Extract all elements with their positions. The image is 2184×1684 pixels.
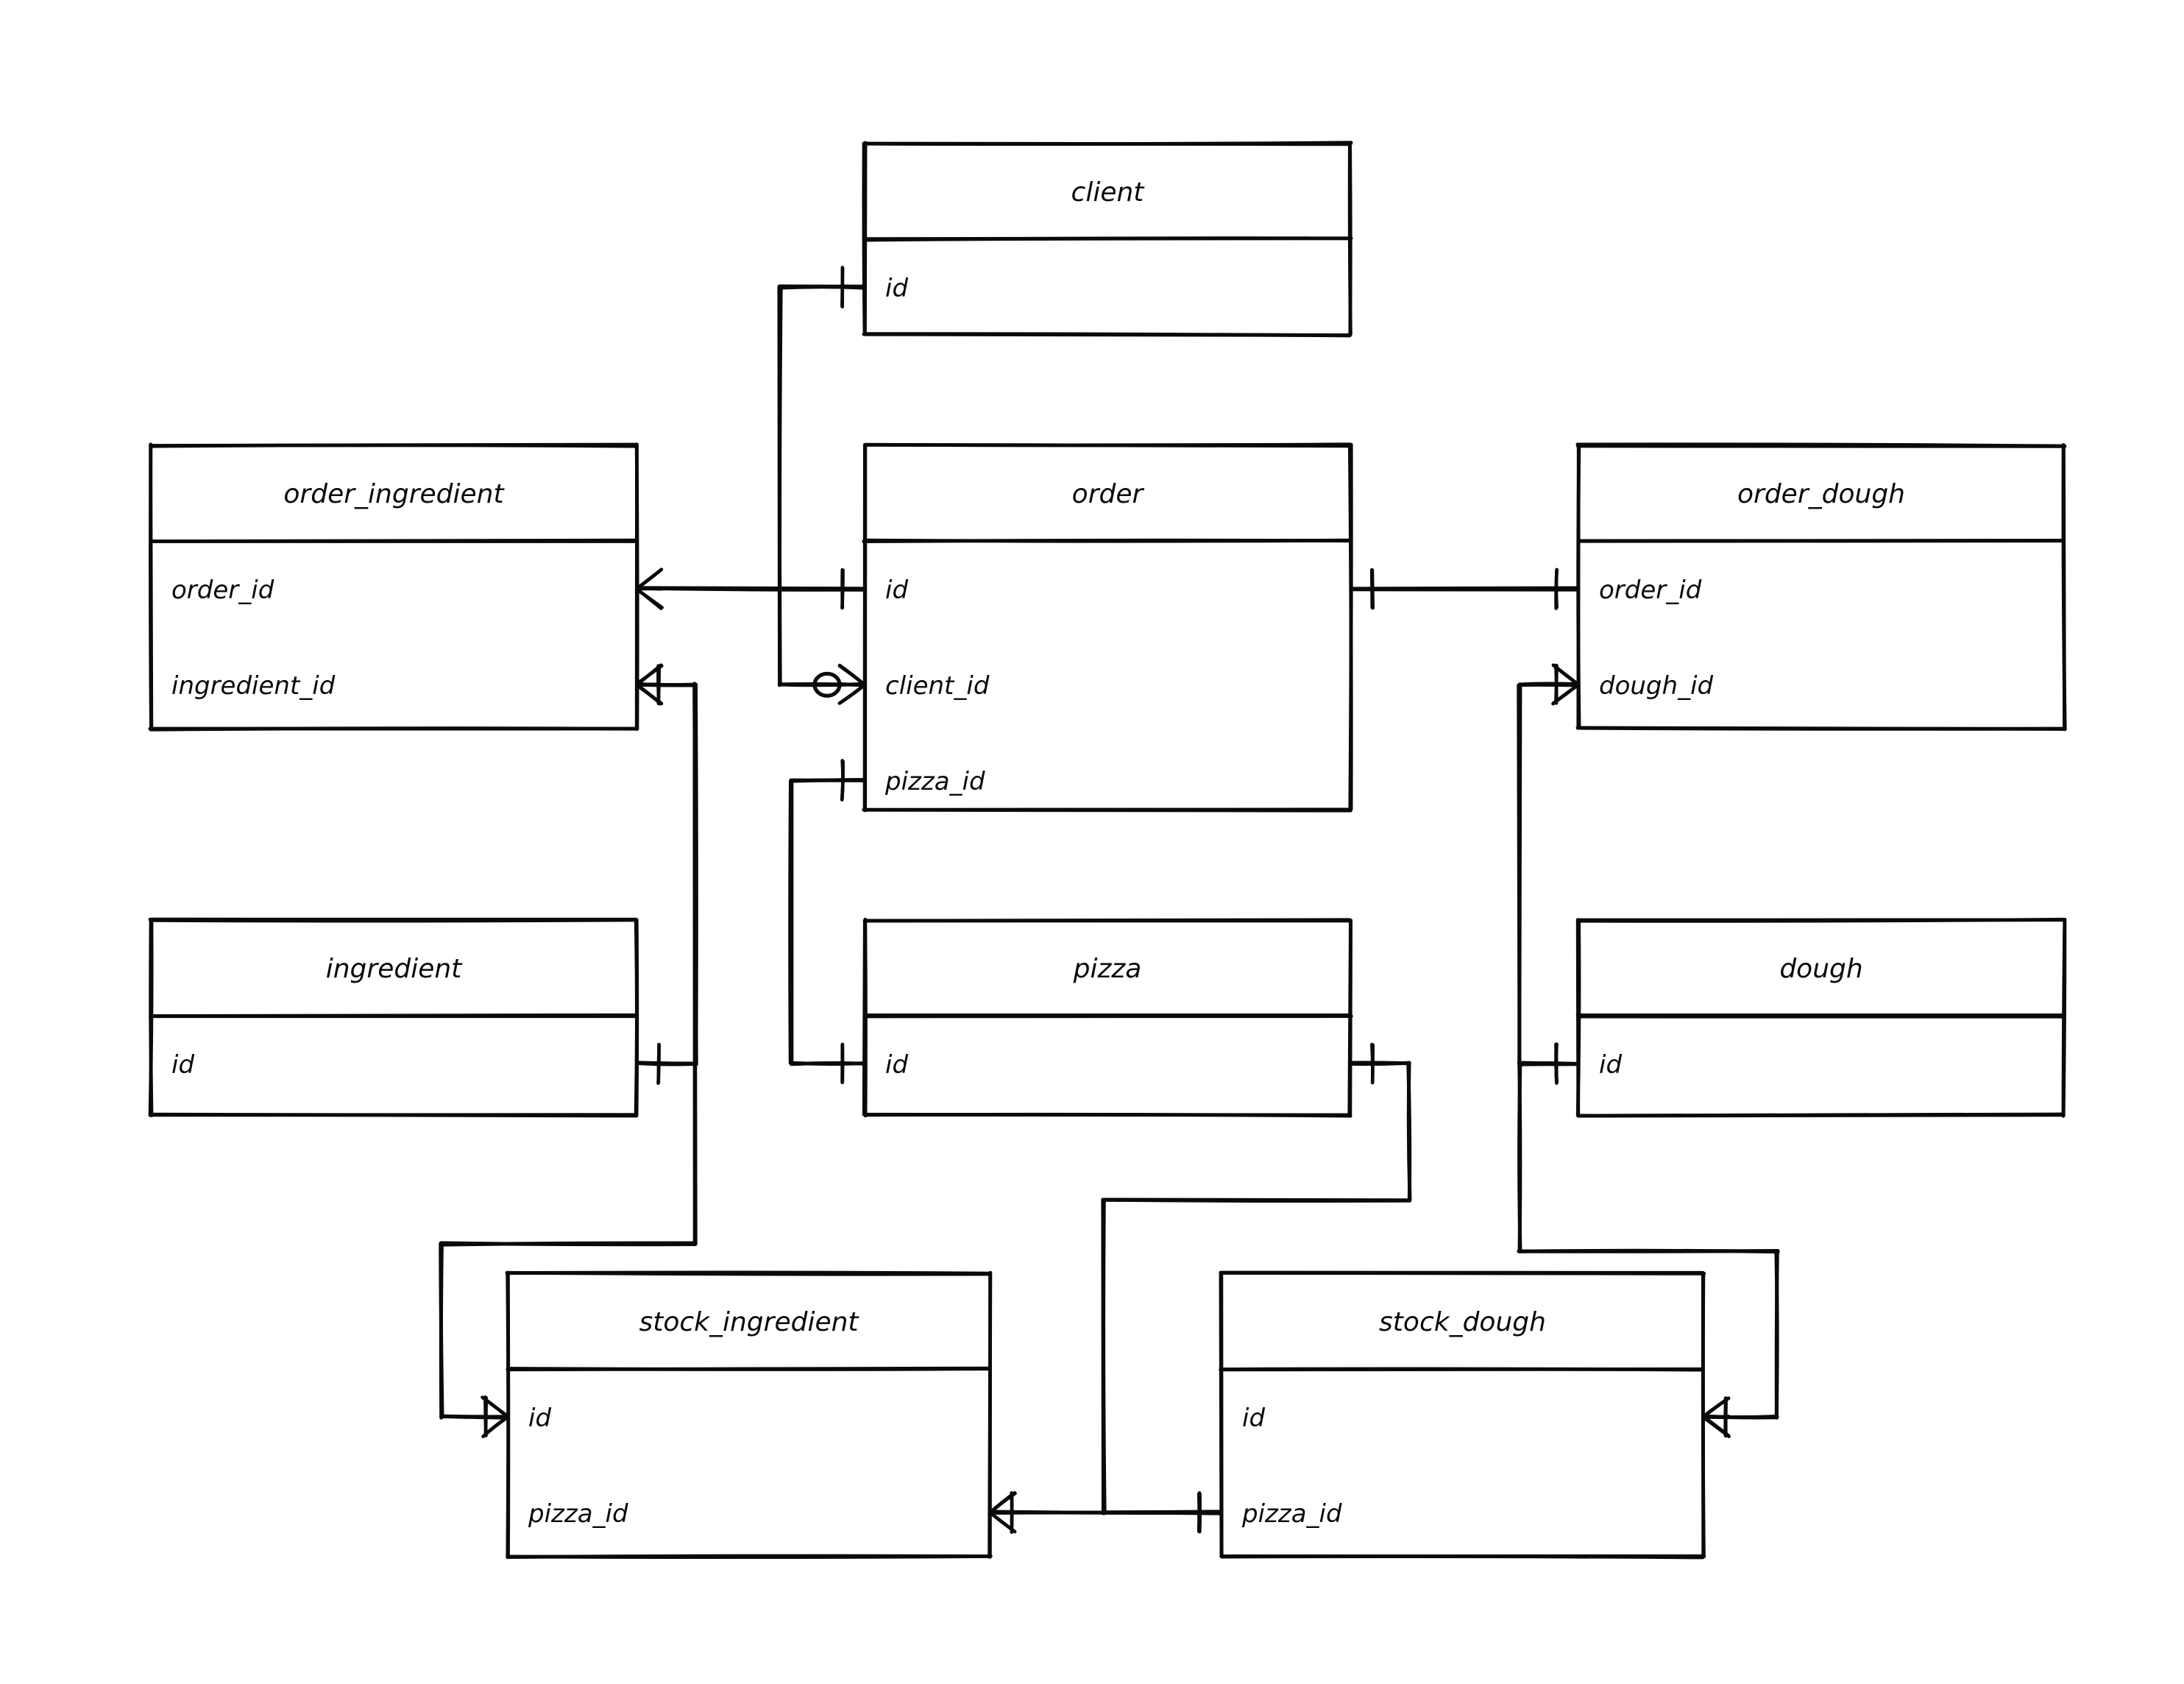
field-client-id: id	[885, 274, 908, 303]
relationship-order-order_ingredient	[634, 567, 868, 610]
table-background	[151, 445, 637, 729]
table-title: ingredient	[326, 954, 463, 984]
table-client[interactable]: client id	[862, 141, 1353, 338]
relationship-dough-stock_dough	[1517, 1042, 1780, 1438]
table-title: pizza	[1073, 954, 1142, 984]
table-background	[1222, 1273, 1703, 1557]
table-title: dough	[1779, 954, 1862, 984]
field-order-pizza_id: pizza_id	[884, 767, 985, 796]
field-stock_ingredient-pizza_id: pizza_id	[528, 1499, 628, 1529]
table-background	[1578, 445, 2064, 729]
table-title: order_ingredient	[283, 479, 505, 509]
relationship-ingredient-stock_ingredient	[439, 682, 698, 1438]
table-ingredient[interactable]: ingredient id	[148, 917, 639, 1118]
field-order_dough-dough_id: dough_id	[1599, 671, 1714, 701]
field-order_dough-order_id: order_id	[1599, 576, 1702, 605]
relationship-dough-order_dough	[1517, 663, 1581, 1084]
table-background	[508, 1273, 990, 1557]
field-pizza-id: id	[885, 1050, 908, 1080]
table-order_ingredient[interactable]: order_ingredient order_id ingredient_id	[148, 442, 639, 732]
table-order_dough[interactable]: order_dough order_id dough_id	[1575, 442, 2067, 732]
table-title: order_dough	[1737, 479, 1905, 509]
field-stock_dough-pizza_id: pizza_id	[1241, 1499, 1342, 1529]
table-title: client	[1071, 177, 1146, 208]
field-ingredient-id: id	[171, 1050, 194, 1080]
table-title: order	[1072, 479, 1145, 509]
field-stock_ingredient-id: id	[528, 1404, 551, 1433]
relationship-order-order_dough	[1347, 567, 1581, 610]
field-order-client_id: client_id	[885, 671, 990, 701]
relationship-stock_ingredient-stock_dough	[988, 1490, 1224, 1534]
tables-layer: client id order_ingredient order_id ingredie…	[148, 141, 2067, 1560]
field-order-id: id	[885, 576, 908, 605]
field-stock_dough-id: id	[1242, 1404, 1265, 1433]
field-order_ingredient-order_id: order_id	[171, 576, 274, 605]
table-dough[interactable]: dough id	[1575, 917, 2067, 1118]
table-order[interactable]: order id client_id pizza_id	[862, 442, 1353, 813]
relationship-pizza-order	[788, 759, 868, 1084]
table-title: stock_ingredient	[639, 1307, 859, 1337]
connector-layer	[439, 266, 1780, 1534]
field-dough-id: id	[1599, 1050, 1622, 1080]
table-pizza[interactable]: pizza id	[862, 917, 1353, 1118]
relationship-ingredient-order_ingredient	[634, 663, 698, 1086]
relationship-client-order	[777, 266, 868, 705]
field-order_ingredient-ingredient_id: ingredient_id	[171, 671, 336, 701]
table-background	[865, 445, 1350, 810]
table-title: stock_dough	[1379, 1307, 1546, 1337]
